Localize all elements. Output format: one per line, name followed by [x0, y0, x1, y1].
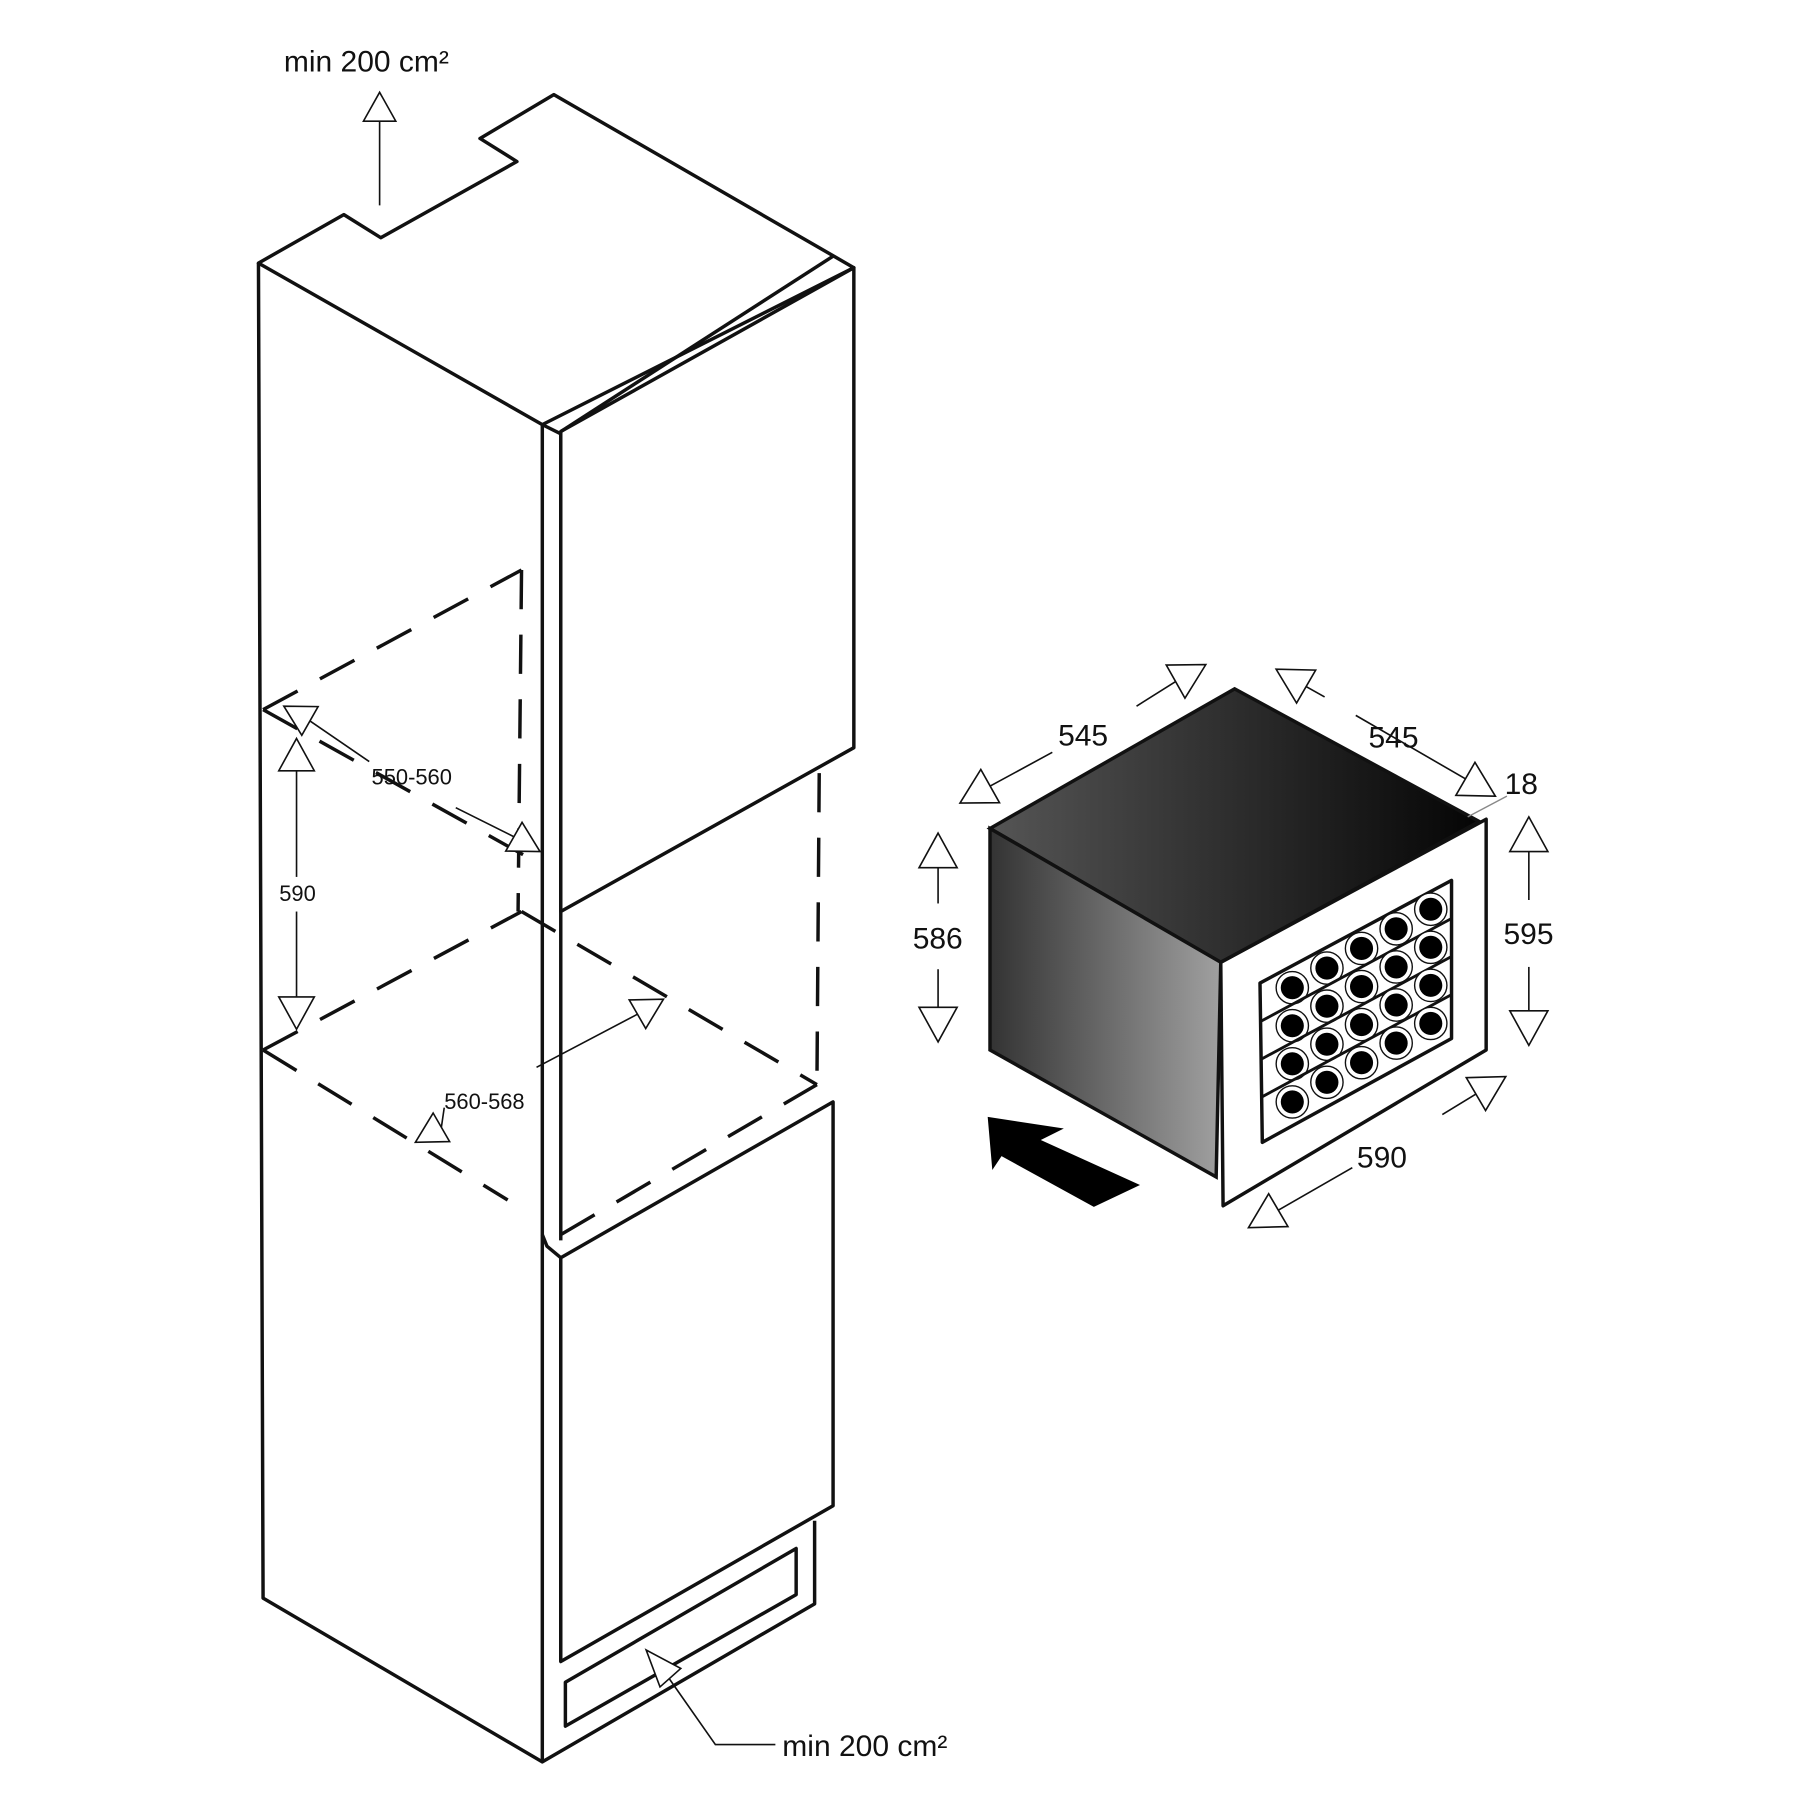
- wine-bottle: [1379, 950, 1413, 984]
- niche-depth-label: 550-560: [372, 765, 452, 790]
- wine-bottle: [1275, 1008, 1310, 1043]
- unit-depth-label: 545: [1058, 719, 1108, 752]
- unit-height-label: 586: [913, 922, 963, 955]
- niche-width-arrow: [413, 998, 665, 1144]
- niche-height-label: 590: [279, 881, 316, 906]
- wine-bottle: [1275, 1047, 1310, 1081]
- tall-cabinet: [256, 92, 856, 1764]
- wine-bottle: [1275, 1085, 1310, 1119]
- cabinet-left-side: [256, 263, 817, 1764]
- frame-thickness-leader: [1467, 795, 1508, 818]
- cooler-front-frame: [1219, 817, 1488, 1208]
- wine-bottle: [1344, 969, 1379, 1004]
- wine-bottle: [1310, 1065, 1344, 1100]
- wine-bottle: [1379, 912, 1413, 946]
- frame-height-label: 595: [1503, 918, 1553, 951]
- wine-bottle: [1310, 989, 1344, 1023]
- wine-bottle: [1413, 1006, 1448, 1041]
- niche-width-label: 560-568: [444, 1089, 524, 1114]
- wine-bottle: [1379, 988, 1413, 1022]
- frame-width-label: 590: [1357, 1142, 1407, 1175]
- top-edge: [559, 254, 835, 433]
- cabinet-top: [256, 92, 856, 427]
- wine-bottle: [1344, 931, 1379, 966]
- bottle-rack: [1260, 892, 1453, 1119]
- insert-direction-arrow: [987, 1116, 1140, 1207]
- edge: [541, 423, 562, 436]
- wine-bottle: [1275, 970, 1310, 1005]
- top-vent-label: min 200 cm²: [284, 46, 449, 79]
- unit-height-arrow: [917, 831, 959, 1044]
- cooler-side: [988, 825, 1223, 1180]
- wine-bottle: [1413, 892, 1448, 927]
- unit-side-depth-arrow: [1274, 668, 1497, 797]
- niche-outline: [262, 568, 821, 1237]
- wine-bottle: [1344, 1045, 1379, 1080]
- edge: [540, 1233, 562, 1260]
- bottom-vent-arrow: [644, 1648, 776, 1746]
- lower-door-panel: [559, 1100, 835, 1664]
- top-vent-arrow: [362, 90, 398, 206]
- wine-cooler: [986, 686, 1488, 1208]
- plinth-vent: [563, 1546, 798, 1728]
- niche-depth-arrow: [282, 705, 542, 853]
- wine-bottle: [1413, 930, 1448, 965]
- frame-width-arrow: [1247, 1075, 1508, 1229]
- wine-bottle: [1310, 1027, 1344, 1062]
- wine-bottle: [1344, 1007, 1379, 1042]
- upper-door-panel: [559, 265, 856, 914]
- frame-thickness-label: 18: [1505, 768, 1538, 801]
- niche-height-arrow: [277, 736, 316, 1031]
- wine-bottle: [1413, 968, 1448, 1003]
- wine-bottle: [1379, 1026, 1413, 1060]
- bottom-vent-label: min 200 cm²: [782, 1730, 947, 1763]
- frame-height-arrow: [1508, 815, 1550, 1048]
- unit-depth-arrow: [958, 663, 1208, 804]
